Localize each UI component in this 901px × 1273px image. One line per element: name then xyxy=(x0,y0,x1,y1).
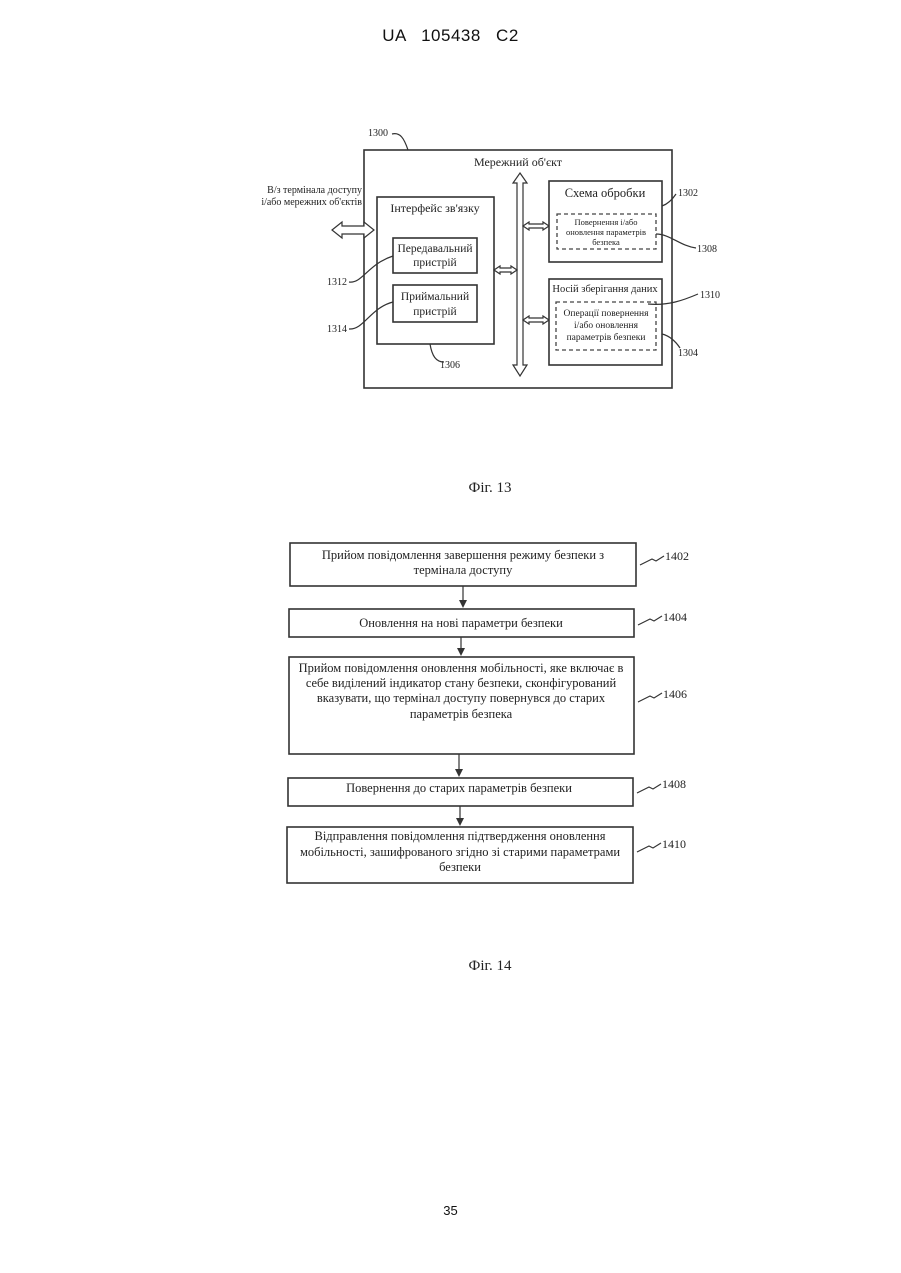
step-1410-line1: Відправлення повідомлення підтвердження … xyxy=(315,829,606,843)
ref-1304: 1304 xyxy=(678,348,698,359)
step-1402-line1: Прийом повідомлення завершення режиму бе… xyxy=(322,548,604,562)
step-1404-ref: 1404 xyxy=(663,610,687,624)
step-1410-line3: безпеки xyxy=(439,860,481,874)
step-1402-leader xyxy=(640,556,664,565)
figure-13: Мережний об'єкт 1300 В/з термінала досту… xyxy=(261,128,720,496)
step-1404-line1: Оновлення на нові параметри безпеки xyxy=(359,616,563,630)
network-object-label: Мережний об'єкт xyxy=(474,155,563,169)
step-1402-line2: термінала доступу xyxy=(414,563,513,577)
ref-1302: 1302 xyxy=(678,188,698,199)
receiver-line1: Приймальний xyxy=(401,291,469,303)
external-double-arrow xyxy=(332,222,374,238)
external-label-line2: і/або мережних об'єктів xyxy=(261,197,362,208)
figure-14-caption: Фіг. 14 xyxy=(469,958,512,974)
step-1410-leader xyxy=(637,843,661,852)
ref-1300-leader xyxy=(392,134,408,150)
step-1404-leader xyxy=(638,616,662,625)
figure-14: Прийом повідомлення завершення режиму бе… xyxy=(287,543,689,974)
storage-inner-line2: і/або оновлення xyxy=(574,320,639,331)
communication-interface-title: Інтерфейс зв'язку xyxy=(390,201,479,215)
step-1408-ref: 1408 xyxy=(662,777,686,791)
step-1408-line1: Повернення до старих параметрів безпеки xyxy=(346,781,572,795)
ref-1300: 1300 xyxy=(368,128,388,139)
step-1406-line4: параметрів безпека xyxy=(410,707,513,721)
processing-inner-line3: безпека xyxy=(592,237,620,247)
processing-inner-line1: Повернення і/або xyxy=(575,217,638,227)
transmitter-line2: пристрій xyxy=(413,257,456,269)
storage-inner-line1: Операції повернення xyxy=(564,309,650,319)
transmitter-line1: Передавальний xyxy=(398,243,473,255)
receiver-line2: пристрій xyxy=(413,306,456,318)
step-1406-line3: вказувати, що термінал доступу повернувс… xyxy=(317,691,606,705)
step-1410-line2: мобільності, зашифрованого згідно зі ста… xyxy=(300,845,620,859)
step-1406-line2: себе виділений індикатор стану безпеки, … xyxy=(306,676,617,690)
step-1406-ref: 1406 xyxy=(663,687,687,701)
ref-1312: 1312 xyxy=(327,277,347,288)
data-storage-title: Носій зберігання даних xyxy=(552,284,658,295)
ref-1308: 1308 xyxy=(697,244,717,255)
step-1408-leader xyxy=(637,784,661,793)
ref-1314: 1314 xyxy=(327,324,347,335)
ref-1310: 1310 xyxy=(700,290,720,301)
processing-inner-line2: оновлення параметрів xyxy=(566,227,646,237)
step-1406-line1: Прийом повідомлення оновлення мобільност… xyxy=(299,661,624,675)
step-1402-ref: 1402 xyxy=(665,549,689,563)
processing-circuit-title: Схема обробки xyxy=(565,186,646,200)
step-1406-leader xyxy=(638,693,662,702)
storage-inner-line3: параметрів безпеки xyxy=(567,332,646,343)
figure-13-caption: Фіг. 13 xyxy=(469,480,512,496)
step-1410-ref: 1410 xyxy=(662,837,686,851)
page-number: 35 xyxy=(0,1203,901,1218)
external-label-line1: В/з термінала доступу xyxy=(267,185,362,196)
